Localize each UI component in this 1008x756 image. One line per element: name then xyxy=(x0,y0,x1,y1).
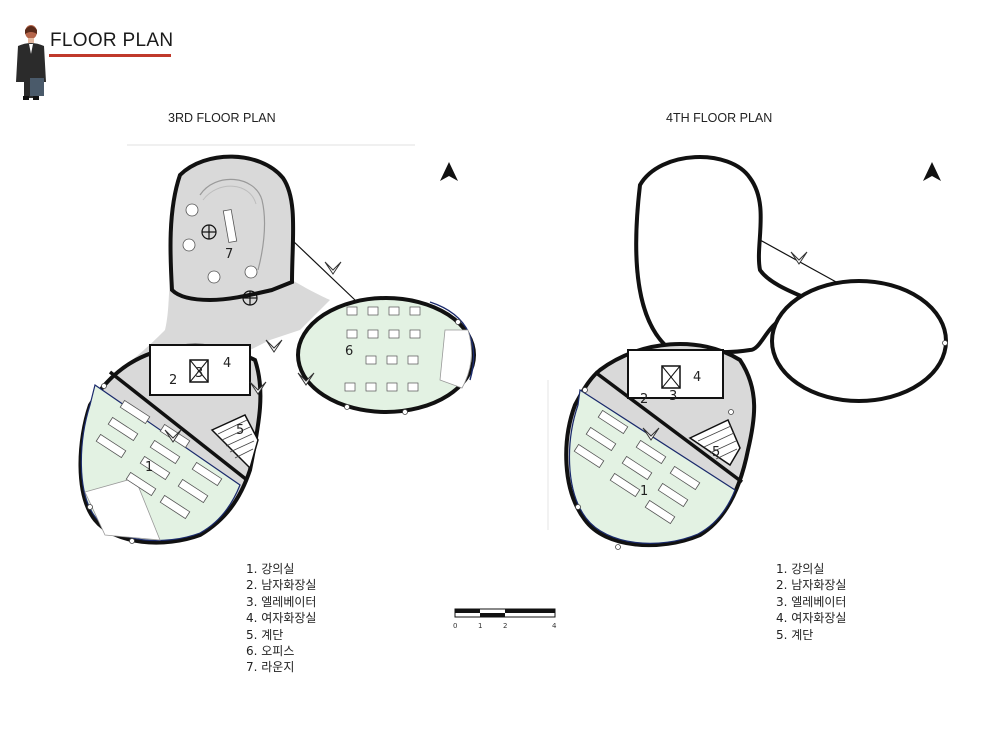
classroom-stage xyxy=(84,477,161,541)
classroom-area-4th xyxy=(568,388,736,544)
scale-bar: 0 1 2 4 xyxy=(453,608,557,630)
room-number-3: 3 xyxy=(195,366,203,381)
room-number-2-4th: 2 xyxy=(640,392,648,407)
legend-item: 1. 강의실 xyxy=(246,562,295,576)
title-underline xyxy=(49,54,171,57)
scale-label-2: 2 xyxy=(503,622,507,630)
room-number-5-4th: 5 xyxy=(712,445,720,460)
legend-item: 2. 남자화장실 xyxy=(776,578,847,593)
north-arrow-icon xyxy=(440,162,458,181)
room-number-4: 4 xyxy=(223,356,231,371)
legend-item: 4. 여자화장실 xyxy=(246,611,317,626)
plan-caption-3rd: 3RD FLOOR PLAN xyxy=(168,111,276,125)
legend-3rd: 1. 강의실 2. 남자화장실 3. 엘레베이터 4. 여자화장실 5. 계단 … xyxy=(246,561,316,676)
room-number-4-4th: 4 xyxy=(693,370,701,385)
scale-label-0: 0 xyxy=(453,622,457,630)
lounge-plants xyxy=(201,224,258,306)
lounge-tables xyxy=(182,203,258,284)
room-number-7: 7 xyxy=(225,247,233,262)
lounge-curved-wall xyxy=(199,178,266,271)
room-number-1-4th: 1 xyxy=(640,484,648,499)
page-title: FLOOR PLAN xyxy=(50,30,174,51)
room-number-6: 6 xyxy=(345,344,353,359)
legend-item: 7. 라운지 xyxy=(246,660,295,675)
legend-item: 1. 강의실 xyxy=(776,562,825,576)
legend-item: 6. 오피스 xyxy=(246,644,295,659)
void-lobe-right xyxy=(770,279,948,403)
room-number-3-4th: 3 xyxy=(669,389,677,404)
stairs xyxy=(210,414,259,470)
plan-caption-4th: 4TH FLOOR PLAN xyxy=(666,111,773,125)
classroom-desks xyxy=(95,399,223,520)
classroom-desks-4th xyxy=(573,409,701,525)
door-symbols-4th xyxy=(642,251,808,441)
north-arrow-icon-4th xyxy=(923,162,941,181)
person-avatar-icon xyxy=(16,25,46,100)
legend-item: 4. 여자화장실 xyxy=(776,611,847,626)
door-symbols xyxy=(164,261,342,443)
stairs-4th xyxy=(688,418,741,467)
legend-4th: 1. 강의실 2. 남자화장실 3. 엘레베이터 4. 여자화장실 5. 계단 xyxy=(776,561,846,643)
window-markers xyxy=(87,319,461,544)
room-number-2: 2 xyxy=(169,373,177,388)
window-markers-4th xyxy=(575,340,948,550)
room-number-5: 5 xyxy=(236,423,244,438)
classroom-partition-4th xyxy=(593,370,744,484)
scale-label-4: 4 xyxy=(552,622,557,630)
office-meeting-area xyxy=(439,329,472,389)
legend-item: 3. 엘레베이터 xyxy=(776,594,847,609)
office-desks xyxy=(344,306,421,392)
lounge-curved-wall-2 xyxy=(202,185,257,205)
room-number-1: 1 xyxy=(145,460,153,475)
classroom-partition xyxy=(108,370,249,482)
legend-item: 3. 엘레베이터 xyxy=(246,594,317,609)
legend-item: 2. 남자화장실 xyxy=(246,578,317,593)
scale-label-1: 1 xyxy=(478,622,482,630)
legend-item: 5. 계단 xyxy=(776,627,814,642)
core-block xyxy=(149,344,251,396)
legend-item: 5. 계단 xyxy=(246,627,284,642)
